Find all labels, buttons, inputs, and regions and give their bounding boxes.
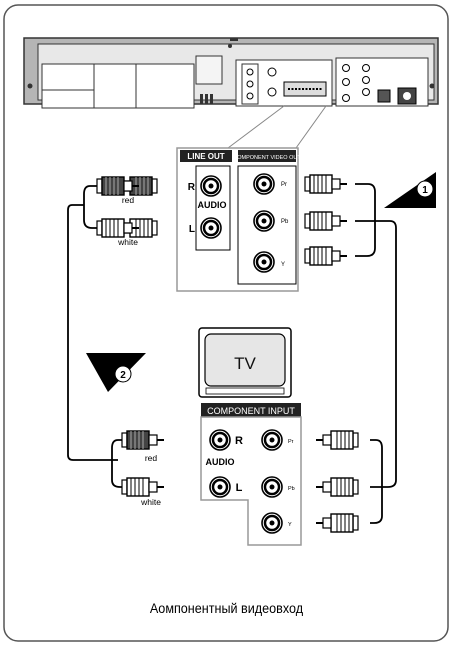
tv-label-y: Y — [288, 522, 292, 528]
tv-jack-y[interactable] — [260, 511, 284, 535]
lineout-header: LINE OUT — [187, 152, 224, 161]
component-input-header: COMPONENT INPUT — [207, 406, 295, 416]
cable-label-red-top: red — [122, 195, 135, 205]
component-out-jack-pr[interactable] — [252, 172, 276, 196]
lineout-label-l: L — [189, 224, 195, 235]
step-marker-2-number: 2 — [120, 370, 126, 381]
component-out-jack-y[interactable] — [252, 250, 276, 274]
tv-label-pr: Pr — [288, 439, 294, 445]
lineout-jack-l[interactable] — [199, 216, 223, 240]
step-marker-1-number: 1 — [422, 185, 428, 196]
component-out-label-pb: Pb — [281, 219, 289, 225]
step-marker-2: 2 — [86, 353, 146, 392]
tv-label-l: L — [236, 482, 243, 494]
cable-label-white-top: white — [117, 237, 138, 247]
component-out-label-pr: Pr — [281, 182, 287, 188]
lineout-label-r: R — [188, 182, 196, 193]
cable-label-white-bottom: white — [140, 497, 161, 507]
tv-label-pb: Pb — [288, 486, 295, 492]
tv-label: TV — [234, 354, 256, 373]
step-marker-1: 1 — [384, 172, 436, 208]
component-out-label-y: Y — [281, 262, 285, 268]
vcr-output-panel: LINE OUT COMPONENT VIDEO OUT R L AUDIO P… — [176, 147, 301, 292]
tv-jack-pr[interactable] — [260, 428, 284, 452]
vcr-rear-panel — [23, 37, 439, 149]
lineout-label-audio: AUDIO — [198, 200, 227, 210]
diagram-caption: Аомпонентный видеовход — [149, 600, 304, 616]
lineout-jack-r[interactable] — [199, 174, 223, 198]
tv-label-r: R — [235, 435, 243, 447]
tv-jack-pb[interactable] — [260, 475, 284, 499]
tv-jack-audio-r[interactable] — [208, 428, 232, 452]
tv-jack-audio-l[interactable] — [208, 475, 232, 499]
cable-wires — [67, 183, 397, 524]
cable-label-red-bottom: red — [145, 453, 158, 463]
tv-label-audio: AUDIO — [206, 457, 235, 467]
component-out-jack-pb[interactable] — [252, 209, 276, 233]
tv-set: TV — [198, 327, 292, 398]
component-out-header: COMPONENT VIDEO OUT — [233, 155, 301, 161]
tv-component-input-panel: COMPONENT INPUT R L AUDIO Pr Pb Y — [200, 403, 302, 546]
